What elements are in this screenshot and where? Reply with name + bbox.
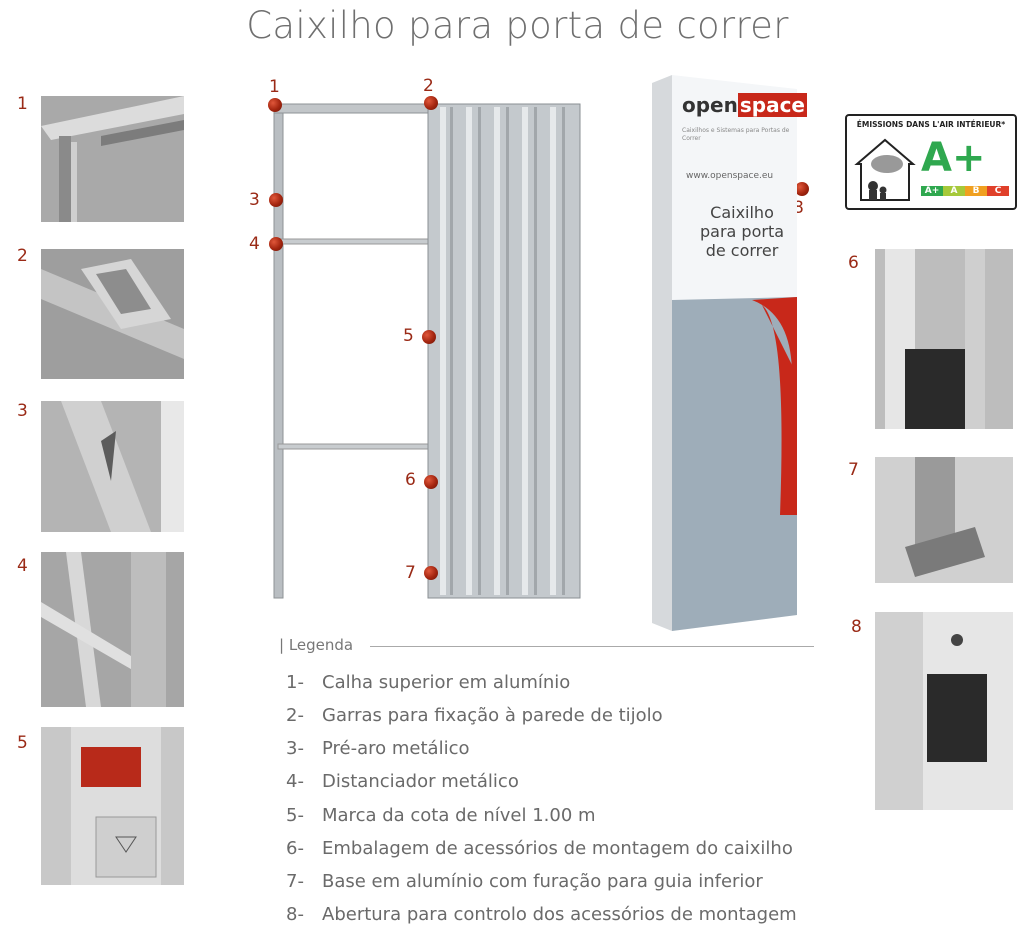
box-url: www.openspace.eu [686,171,774,181]
photo-label-5: 5 [17,733,28,753]
photo-level-mark [41,727,184,885]
marker-5 [422,330,436,344]
legend-item: 4- Distanciador metálico [286,771,519,792]
photo-top-rail [41,96,184,222]
marker-4 [269,237,283,251]
diagram-label-3: 3 [249,190,260,210]
house-icon [854,138,916,201]
legend-item-text: Pré-aro metálico [322,738,470,759]
page-title: Caixilho para porta de correr [246,4,789,47]
photo-label-8: 8 [851,617,862,637]
marker-6 [424,475,438,489]
box-brand-open: open [682,93,738,117]
legend-item-number: 7- [286,871,304,892]
legend-item-number: 6- [286,838,304,859]
diagram-label-6: 6 [405,470,416,490]
legend-item-text: Marca da cota de nível 1.00 m [322,805,596,826]
legend-item-number: 5- [286,805,304,826]
photo-inspection-opening [875,612,1013,810]
photo-aluminium-base [875,457,1013,583]
legend-item-text: Base em alumínio com furação para guia i… [322,871,763,892]
photo-metal-frame [41,401,184,532]
photo-label-3: 3 [17,401,28,421]
legend-item: 3- Pré-aro metálico [286,738,470,759]
legend-item-text: Garras para fixação à parede de tijolo [322,705,663,726]
diagram-label-5: 5 [403,326,414,346]
marker-8 [795,182,809,196]
photo-label-6: 6 [848,253,859,273]
legend-item-number: 1- [286,672,304,693]
box-brand-space: space [737,93,807,117]
legend-heading: | Legenda [279,636,354,654]
legend-item-number: 8- [286,904,304,925]
legend-item: 7- Base em alumínio com furação para guia… [286,871,763,892]
legend-item-number: 3- [286,738,304,759]
photo-label-2: 2 [17,246,28,266]
badge-scale-aplus: A+ [921,186,943,196]
legend-item-text: Abertura para controlo dos acessórios de… [322,904,797,925]
badge-grade: A+ [921,135,986,181]
legend-item-number: 4- [286,771,304,792]
diagram-label-1: 1 [269,77,280,97]
photo-label-7: 7 [848,460,859,480]
legend-rule [370,646,814,647]
photo-accessory-pack [875,249,1013,429]
photo-label-4: 4 [17,556,28,576]
badge-header: ÉMISSIONS DANS L'AIR INTÉRIEUR* [856,120,1006,129]
box-title-1: Caixilho [710,203,774,222]
diagram-label-8: 8 [793,198,804,218]
diagram-label-4: 4 [249,234,260,254]
photo-wall-clamps [41,249,184,379]
legend-item-text: Embalagem de acessórios de montagem do c… [322,838,793,859]
marker-2 [424,96,438,110]
box-subtitle: Caixilhos e Sistemas para Portas de Corr… [682,127,790,142]
diagram-label-2: 2 [423,76,434,96]
legend-item: 6- Embalagem de acessórios de montagem do… [286,838,793,859]
diagram-label-7: 7 [405,563,416,583]
badge-scale-c: C [987,186,1009,196]
box-title-2: para porta [699,222,785,241]
photo-spacer [41,552,184,707]
legend-item-text: Distanciador metálico [322,771,519,792]
badge-scale-b: B [965,186,987,196]
legend-item: 8- Abertura para controlo dos acessórios … [286,904,797,925]
legend-item-text: Calha superior em alumínio [322,672,571,693]
legend-item: 2- Garras para fixação à parede de tijolo [286,705,663,726]
badge-scale-a: A [943,186,965,196]
marker-1 [268,98,282,112]
marker-7 [424,566,438,580]
frame-diagram [273,103,581,599]
box-title-3: de correr [705,241,779,260]
legend-item-number: 2- [286,705,304,726]
legend-item: 5- Marca da cota de nível 1.00 m [286,805,596,826]
legend-item: 1- Calha superior em alumínio [286,672,570,693]
photo-label-1: 1 [17,94,28,114]
marker-3 [269,193,283,207]
emissions-badge: ÉMISSIONS DANS L'AIR INTÉRIEUR* A+ A+ A … [845,114,1017,210]
